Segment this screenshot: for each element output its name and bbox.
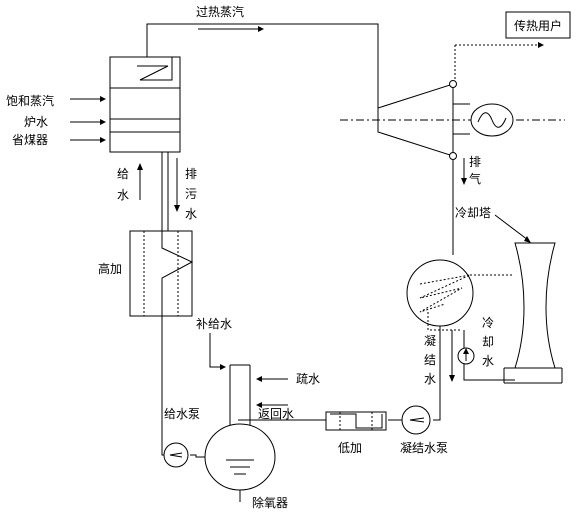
cooling-tower-label: 冷却塔 — [455, 206, 491, 220]
feed-pump-label: 给水泵 — [164, 407, 200, 421]
heat-user-box — [505, 11, 571, 39]
return-water-label: 返回水 — [258, 407, 294, 421]
cooling-tower-pointer — [494, 214, 529, 241]
condensate-label-2: 结 — [424, 353, 436, 367]
drain-water-label: 疏水 — [296, 371, 320, 386]
economizer-label: 省煤器 — [12, 133, 48, 147]
superheated-steam-pipe — [146, 23, 379, 108]
exhaust-label-1: 排 — [469, 155, 481, 169]
blowdown-label-1: 排 — [185, 167, 197, 181]
feed-water-label-2: 水 — [117, 188, 129, 202]
superheated-steam-label: 过热蒸汽 — [196, 4, 244, 19]
condensate-pump — [401, 405, 431, 435]
lp-heater-label: 低加 — [338, 441, 362, 455]
cooling-tower — [503, 242, 563, 384]
saturated-steam-label: 饱和蒸汽 — [6, 93, 54, 108]
heat-user-label: 传热用户 — [514, 18, 562, 33]
superheater-coil — [137, 57, 173, 81]
lp-heater — [325, 411, 387, 431]
condenser — [406, 259, 512, 331]
boiler — [109, 56, 181, 153]
extraction-point-top — [449, 80, 457, 88]
deaerator-to-pump-pipe — [190, 454, 205, 458]
steam-turbine — [377, 80, 470, 160]
furnace-water-label: 炉水 — [24, 115, 48, 129]
exhaust-label-2: 气 — [469, 171, 481, 186]
feed-water-label-1: 给 — [117, 167, 129, 181]
generator — [470, 103, 514, 137]
deaerator-label: 除氧器 — [252, 495, 288, 510]
feed-water-pipe — [161, 316, 164, 456]
hp-heater — [129, 230, 194, 317]
condensate-label-3: 水 — [424, 372, 436, 386]
deaerator — [204, 364, 276, 502]
extraction-point-bottom — [449, 152, 457, 160]
blowdown-label-3: 水 — [185, 207, 197, 221]
makeup-water-pipe — [209, 333, 220, 368]
cooling-water-pipe — [463, 330, 515, 381]
condenser-coil — [419, 274, 471, 313]
condensate-pipe — [433, 326, 441, 421]
blowdown-label-2: 污 — [185, 187, 197, 201]
feed-water-pump — [163, 442, 189, 468]
cooling-water-label-3: 水 — [482, 354, 494, 368]
hp-heater-label: 高加 — [98, 261, 122, 276]
condensate-pump-label: 凝结水泵 — [400, 440, 448, 455]
cooling-water-label-2: 却 — [482, 335, 494, 349]
makeup-water-label: 补给水 — [196, 317, 232, 331]
cooling-water-label-1: 冷 — [482, 316, 494, 330]
condensate-label-1: 凝 — [424, 333, 436, 348]
